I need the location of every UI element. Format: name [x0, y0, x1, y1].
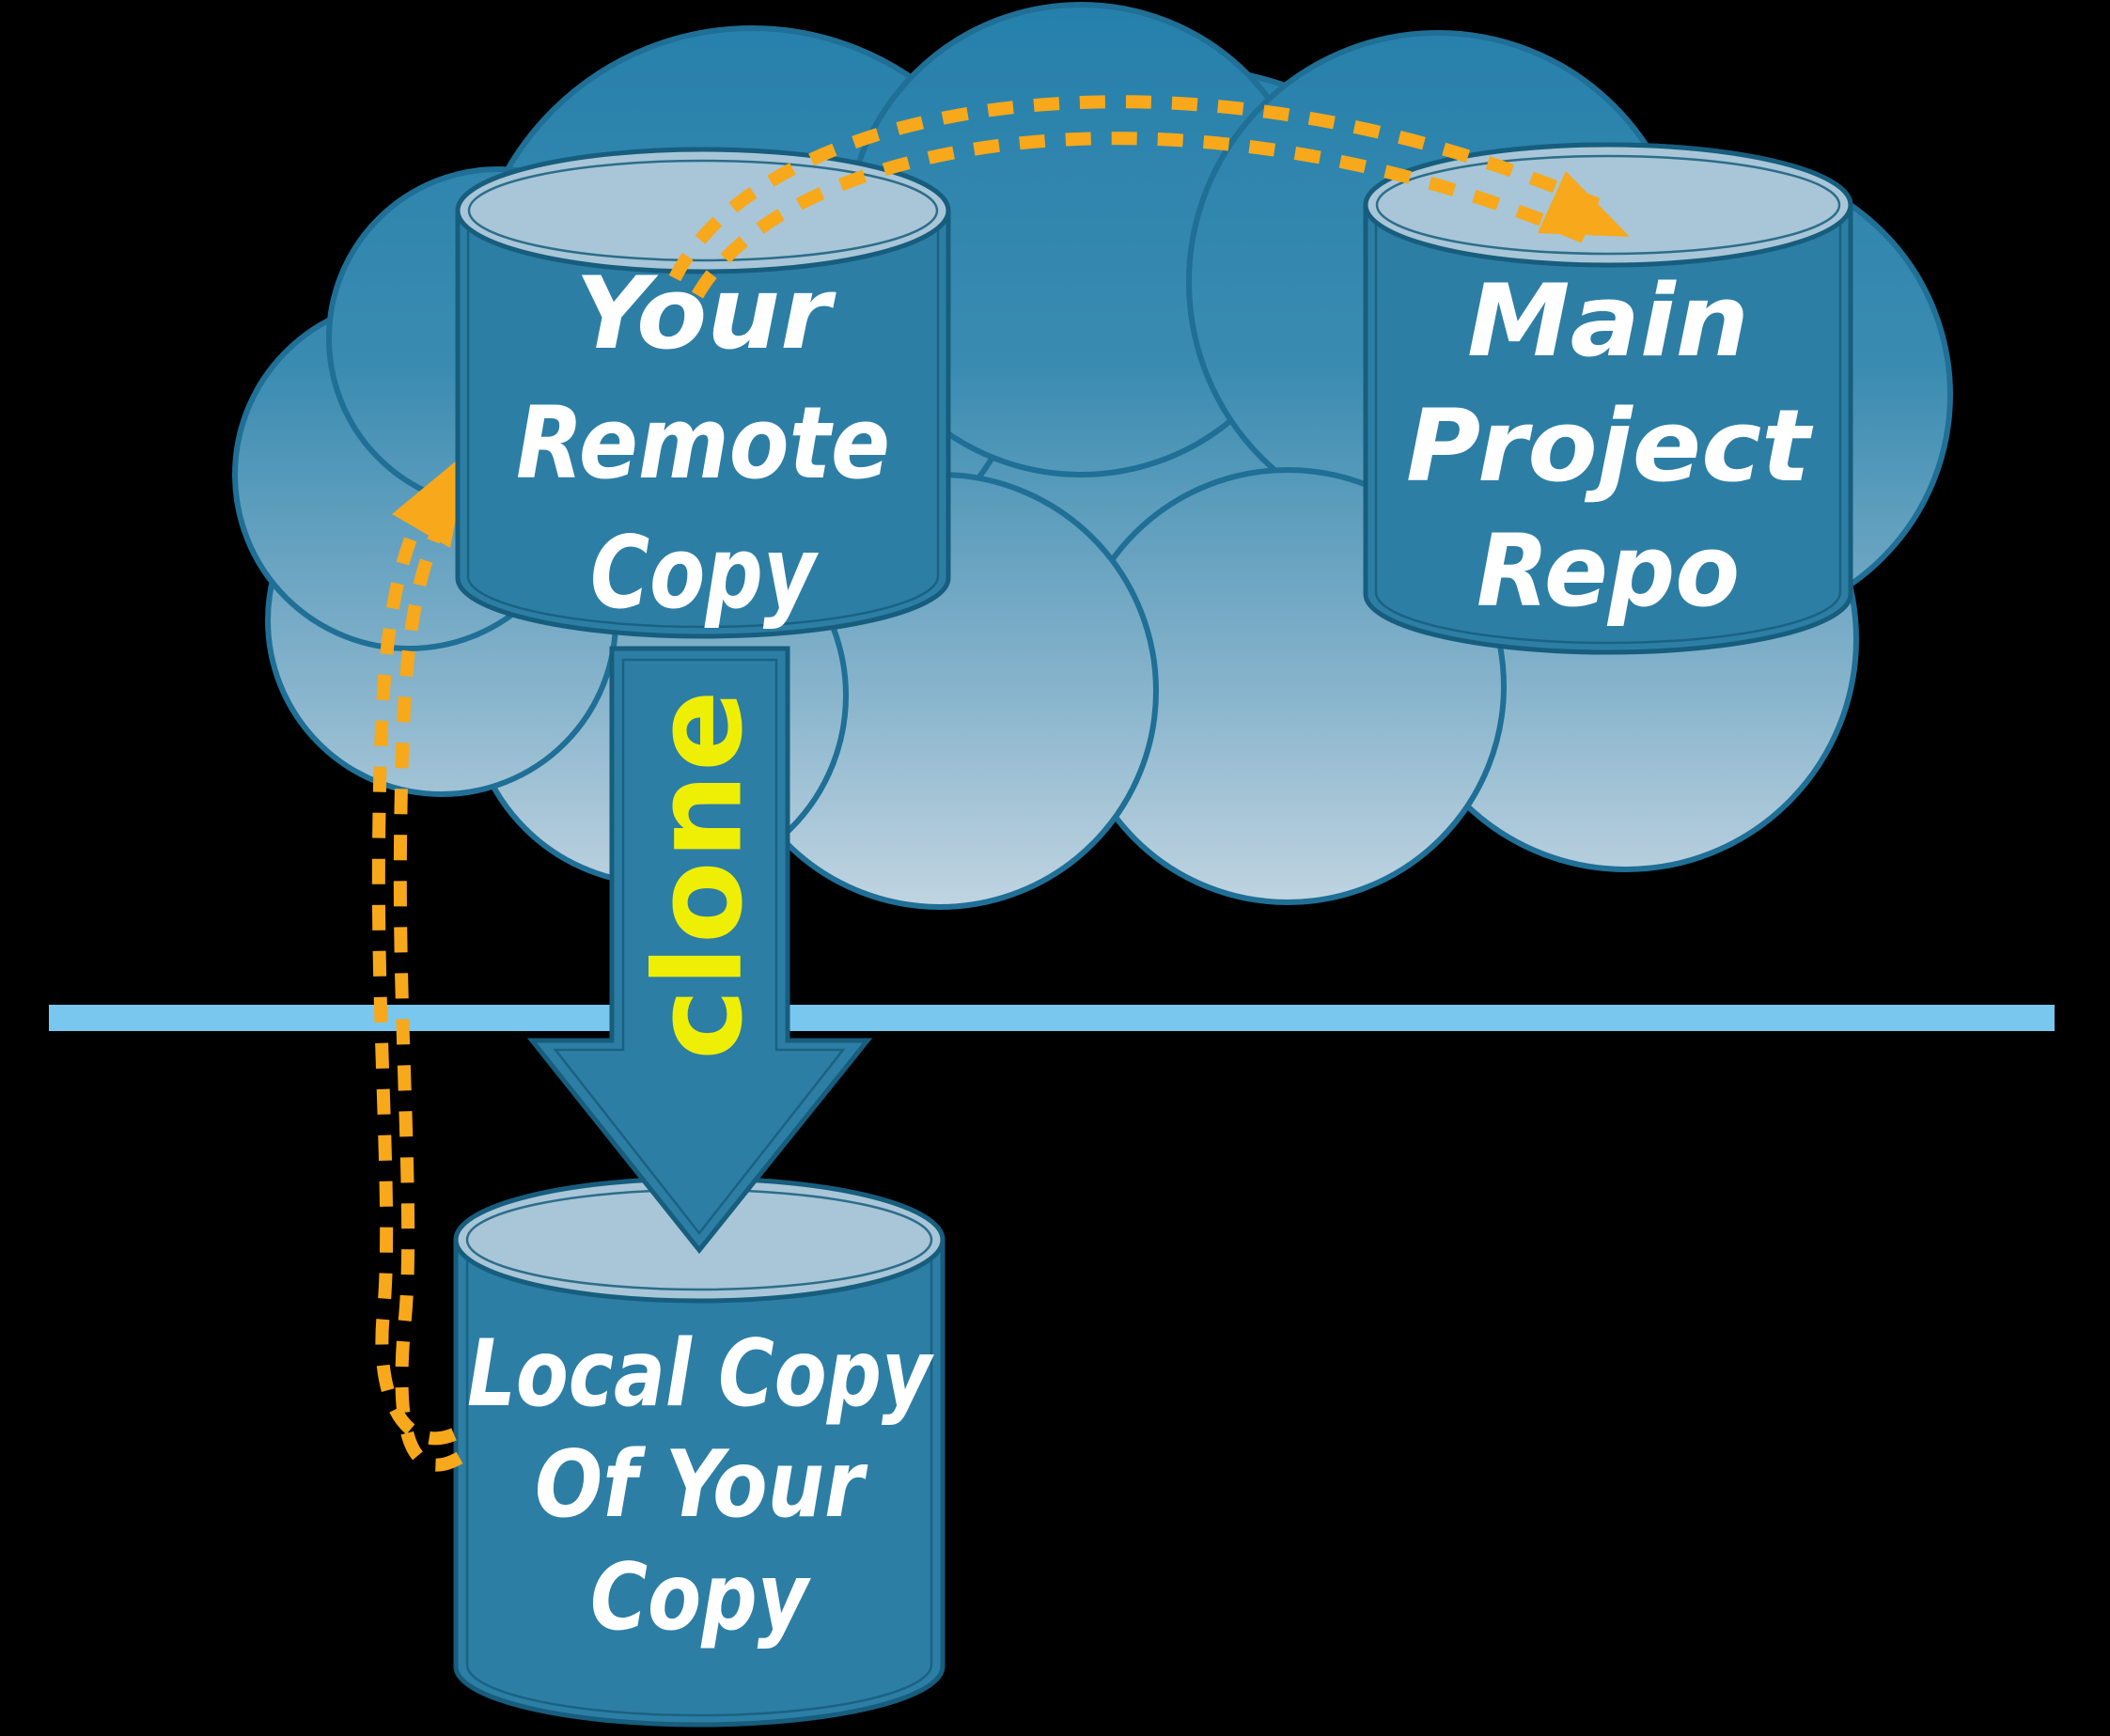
arrowhead-right-icon	[1538, 171, 1630, 237]
arrowhead-up-icon	[392, 450, 469, 548]
main-cylinder-inner-line	[1374, 215, 1842, 645]
main-repo-label-line1: Main	[1467, 263, 1749, 379]
local-copy-label-line3: Copy	[590, 1544, 811, 1651]
node-your-remote-copy: Your Remote Copy	[455, 147, 951, 639]
node-local-copy	[453, 1176, 946, 1728]
clone-arrow-inner-line	[553, 658, 846, 1236]
remote-to-main-dashed-arrow	[668, 95, 1630, 299]
local-copy-label-line1: Local Copy	[467, 1321, 934, 1428]
remote-cylinder-inner-line	[466, 221, 940, 629]
remote-copy-label-line2: Remote	[516, 385, 890, 501]
clone-arrow: clone	[526, 646, 873, 1255]
local-cylinder-inner-line	[465, 1250, 933, 1717]
remote-cylinder-top-inner-line	[467, 159, 939, 262]
dashed-curve-upper	[668, 95, 1614, 282]
dashed-curve-lower	[691, 132, 1593, 299]
main-repo-label-line2: Project	[1406, 388, 1813, 504]
main-cylinder-top	[1363, 142, 1853, 268]
main-repo-label-line3: Repo	[1477, 513, 1740, 629]
remote-cylinder-top	[455, 147, 951, 274]
remote-copy-label-line3: Copy	[590, 515, 819, 631]
remote-local-divider-line	[49, 1005, 2055, 1031]
local-copy-label-line2: Of Your	[535, 1431, 868, 1539]
node-main-project-repo: Main Project Repo	[1363, 142, 1853, 655]
dashed-arrow-line-inner	[393, 516, 463, 1472]
local-to-remote-dashed-arrow	[371, 450, 469, 1472]
main-cylinder-top-inner-line	[1375, 154, 1841, 256]
clone-arrow-shape	[526, 646, 873, 1255]
clone-arrow-label: clone	[630, 688, 770, 1060]
dashed-arrow-line-outer	[371, 504, 457, 1446]
